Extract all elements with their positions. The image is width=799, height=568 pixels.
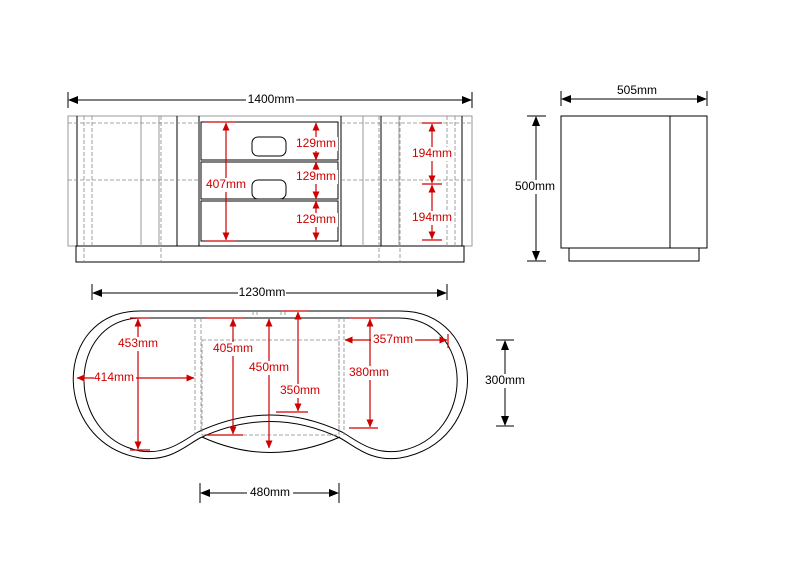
depth-405-label: 405mm [213, 341, 253, 355]
height-500-label: 500mm [515, 179, 555, 193]
front-dimensions: 1400mm 407mm 129mm 129mm 129mm 194mm 194… [67, 92, 473, 242]
front-view [67, 115, 473, 263]
side-view: 505mm 500mm [512, 83, 708, 262]
width-414-label: 414mm [94, 370, 134, 384]
drawer-129-label: 129mm [296, 136, 336, 150]
width-480-label: 480mm [250, 485, 290, 499]
compartment-194-label: 194mm [412, 146, 452, 160]
width-1230-label: 1230mm [239, 285, 286, 299]
drawer-129-label: 129mm [296, 169, 336, 183]
width-1400-label: 1400mm [248, 92, 295, 106]
depth-450-label: 450mm [249, 360, 289, 374]
height-407-label: 407mm [206, 177, 246, 191]
compartment-194-label: 194mm [412, 210, 452, 224]
drawer-handle [251, 179, 287, 200]
depth-505-label: 505mm [617, 83, 657, 97]
drawer-handle [251, 136, 287, 157]
depth-350-label: 350mm [280, 383, 320, 397]
depth-453-label: 453mm [118, 336, 158, 350]
width-357-label: 357mm [373, 332, 413, 346]
depth-380-label: 380mm [349, 365, 389, 379]
drawer-129-label: 129mm [296, 212, 336, 226]
top-dimensions: 1230mm 300mm 480mm 453mm 414mm 405mm 450… [76, 284, 530, 503]
depth-300-label: 300mm [485, 373, 525, 387]
